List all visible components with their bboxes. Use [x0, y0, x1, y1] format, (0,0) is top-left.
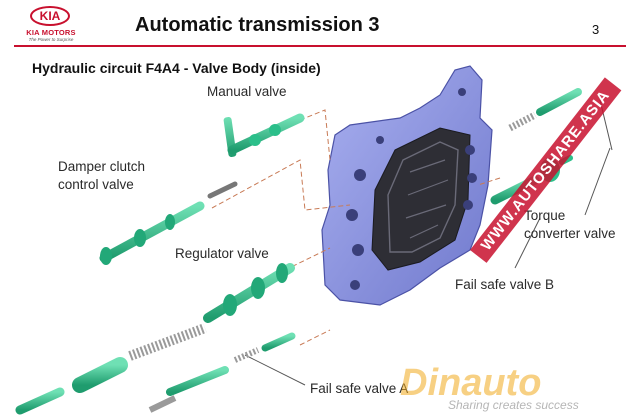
label-fail-safe-valve-b: Fail safe valve B: [455, 277, 555, 292]
damper-clutch-valve-part: [99, 181, 238, 265]
label-torque-converter-line2: converter valve: [524, 226, 616, 241]
leader-lines: [211, 109, 501, 346]
leader-damper-clutch: [211, 159, 351, 211]
page-number: 3: [592, 22, 600, 37]
page-title: Automatic transmission 3: [135, 14, 380, 36]
valve-body: [321, 65, 493, 306]
header-divider: [14, 45, 626, 47]
kia-logo-emblem: KIA: [30, 6, 70, 26]
torque-converter-valve-part: [508, 88, 582, 132]
label-regulator-valve: Regulator valve: [175, 246, 269, 261]
diagram-subtitle: Hydraulic circuit F4A4 - Valve Body (ins…: [32, 60, 321, 76]
label-torque-converter-line1: Torque: [524, 208, 566, 223]
leader-fail-safe-a: [299, 329, 331, 346]
slide-header: KIA KIA MOTORS The Power to Surprise Aut…: [0, 0, 639, 47]
label-manual-valve: Manual valve: [207, 84, 287, 99]
regulator-valve-part: [15, 263, 295, 415]
kia-logo-tagline: The Power to Surprise: [28, 37, 74, 42]
kia-logo: KIA KIA MOTORS The Power to Surprise: [18, 6, 84, 42]
fail-safe-valve-a-part: [148, 332, 296, 413]
label-damper-clutch-line2: control valve: [58, 177, 134, 192]
leader-manual-valve: [299, 109, 331, 161]
callout-fail-safe-b: [514, 217, 541, 269]
callout-torque-converter: [584, 147, 611, 216]
label-damper-clutch-line1: Damper clutch: [58, 159, 146, 174]
watermark-slogan: Sharing creates success: [448, 398, 579, 412]
leader-fail-safe-b: [477, 177, 501, 186]
watermark-logo: Dinauto: [400, 362, 542, 404]
callout-fail-safe-a: [244, 354, 306, 386]
kia-logo-text: KIA MOTORS: [26, 28, 76, 37]
label-fail-safe-valve-a: Fail safe valve A: [310, 381, 409, 396]
manual-valve-part: [223, 113, 305, 157]
